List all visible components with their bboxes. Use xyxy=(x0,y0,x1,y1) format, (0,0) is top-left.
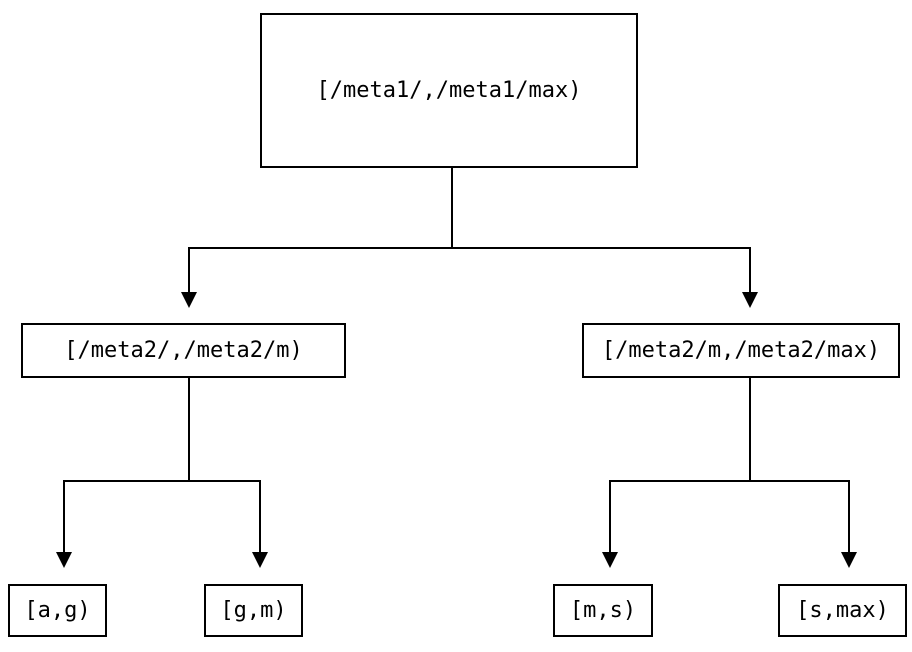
tree-node-leaf-ag-label: [a,g) xyxy=(24,597,91,623)
tree-node-leaf-smax: [s,max) xyxy=(778,584,907,637)
arrowhead-leaf-ms-icon xyxy=(602,552,618,568)
tree-node-leaf-ag: [a,g) xyxy=(8,584,107,637)
edge-right-child-to-leaves xyxy=(609,378,850,552)
tree-node-root: [/meta1/,/meta1/max) xyxy=(260,13,638,168)
tree-node-leaf-gm-label: [g,m) xyxy=(220,597,287,623)
tree-node-leaf-gm: [g,m) xyxy=(204,584,303,637)
tree-node-leaf-ms: [m,s) xyxy=(553,584,653,637)
arrowhead-leaf-ag-icon xyxy=(56,552,72,568)
arrowhead-leaf-gm-icon xyxy=(252,552,268,568)
tree-node-leaf-smax-label: [s,max) xyxy=(796,597,889,623)
arrowhead-left-child-icon xyxy=(181,292,197,308)
arrowhead-leaf-smax-icon xyxy=(841,552,857,568)
tree-node-left-child-label: [/meta2/,/meta2/m) xyxy=(64,337,303,363)
tree-node-left-child: [/meta2/,/meta2/m) xyxy=(21,323,346,378)
tree-node-root-label: [/meta1/,/meta1/max) xyxy=(316,77,582,103)
edge-left-child-to-leaves xyxy=(63,378,261,552)
arrowhead-right-child-icon xyxy=(742,292,758,308)
edge-root-to-children xyxy=(188,168,751,292)
tree-node-right-child: [/meta2/m,/meta2/max) xyxy=(582,323,900,378)
tree-node-leaf-ms-label: [m,s) xyxy=(569,597,637,623)
tree-node-right-child-label: [/meta2/m,/meta2/max) xyxy=(601,337,881,363)
